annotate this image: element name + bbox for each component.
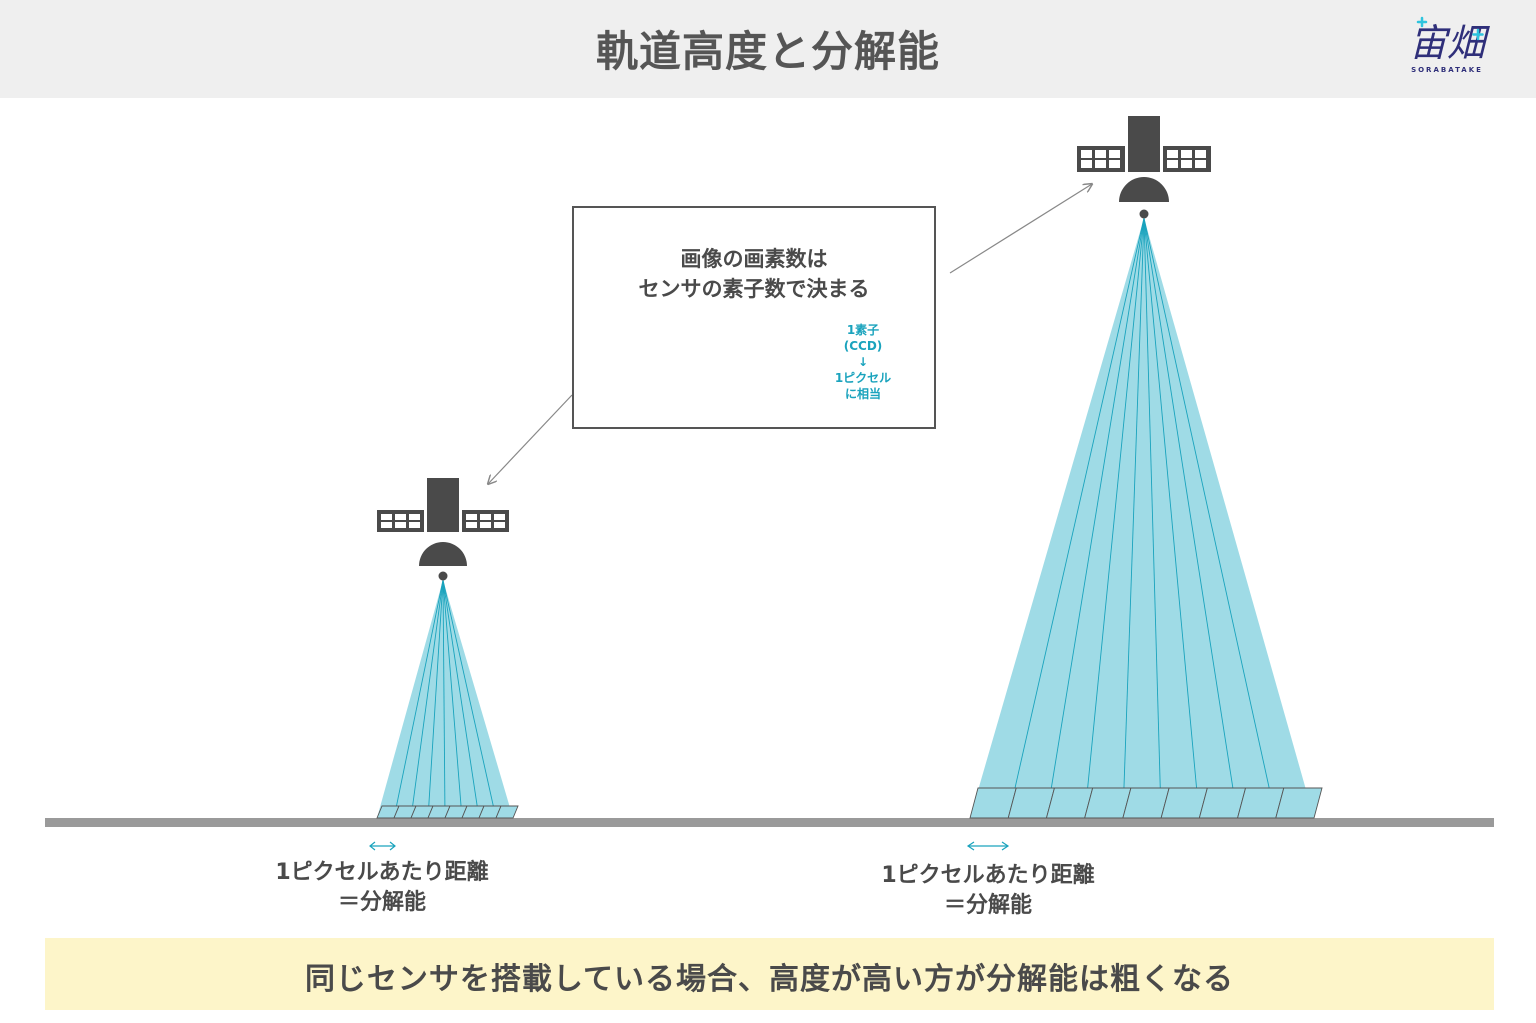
caption-high-line2: ＝分解能 <box>943 893 1032 918</box>
callout-arrow-high <box>949 184 1092 274</box>
satellite-low-icon <box>377 478 509 581</box>
beam-low-ray <box>393 579 444 819</box>
satellite-high-icon <box>1077 116 1211 219</box>
beam-high-ray <box>1007 217 1145 819</box>
caption-low-line1: 1ピクセルあたり距離 <box>275 860 489 885</box>
resolution-arrow-high <box>966 841 1010 851</box>
beam-high-ray <box>1046 217 1145 819</box>
beam-low-pixel-footprint <box>495 805 519 819</box>
beam-low-ray <box>410 579 444 819</box>
sensor-beam-high <box>969 217 1323 819</box>
beam-high-ray <box>1084 217 1145 819</box>
callout-box: 画像の画素数は センサの素子数で決まる 1素子 (CCD) ↓ 1ピクセル に相… <box>572 206 936 429</box>
beam-low-ray <box>427 579 444 819</box>
ground-line <box>45 818 1494 827</box>
ccd-label-line5: に相当 <box>844 387 881 401</box>
beam-low-fan <box>377 580 513 818</box>
header-bar <box>0 0 1536 98</box>
beam-high-ray <box>1122 217 1145 819</box>
caption-high: 1ピクセルあたり距離 ＝分解能 <box>868 861 1108 921</box>
beam-low-ray <box>442 579 480 819</box>
ccd-label-line1: 1素子 <box>846 323 880 337</box>
caption-low: 1ピクセルあたり距離 ＝分解能 <box>262 858 502 918</box>
caption-high-line1: 1ピクセルあたり距離 <box>881 863 1095 888</box>
callout-title: 画像の画素数は センサの素子数で決まる <box>574 244 934 304</box>
logo-subtext: SORABATAKE <box>1411 66 1483 74</box>
ccd-label: 1素子 (CCD) ↓ 1ピクセル に相当 <box>818 322 908 402</box>
ccd-label-line4: 1ピクセル <box>834 371 892 385</box>
beam-high-pixel-footprint <box>1275 787 1323 819</box>
beam-high-ray <box>1143 217 1239 819</box>
caption-low-line2: ＝分解能 <box>337 890 426 915</box>
callout-title-line2: センサの素子数で決まる <box>638 277 870 301</box>
beam-high-fan <box>970 218 1314 818</box>
callout-arrow-low <box>488 394 573 484</box>
logo-text: 宙畑 <box>1409 21 1490 65</box>
beam-low-ray <box>442 579 497 819</box>
beam-low-ray <box>442 579 463 819</box>
beam-high-ray <box>1143 217 1277 819</box>
resolution-arrow-low <box>369 841 396 851</box>
beam-low-ray <box>442 579 446 819</box>
beam-high-ray <box>1143 217 1162 819</box>
page-title: 軌道高度と分解能 <box>595 27 940 76</box>
callout-title-line1: 画像の画素数は <box>680 247 828 271</box>
logo-mark: 宙畑 <box>1409 16 1490 65</box>
conclusion-banner: 同じセンサを搭載している場合、高度が高い方が分解能は粗くなる <box>45 938 1494 1010</box>
conclusion-text: 同じセンサを搭載している場合、高度が高い方が分解能は粗くなる <box>304 962 1235 997</box>
sensor-beam-low <box>376 579 519 819</box>
beam-high-ray <box>1143 217 1200 819</box>
ccd-label-line3: ↓ <box>857 355 869 369</box>
sorabatake-logo: 宙畑 SORABATAKE <box>1392 12 1502 78</box>
ccd-label-line2: (CCD) <box>843 339 883 353</box>
